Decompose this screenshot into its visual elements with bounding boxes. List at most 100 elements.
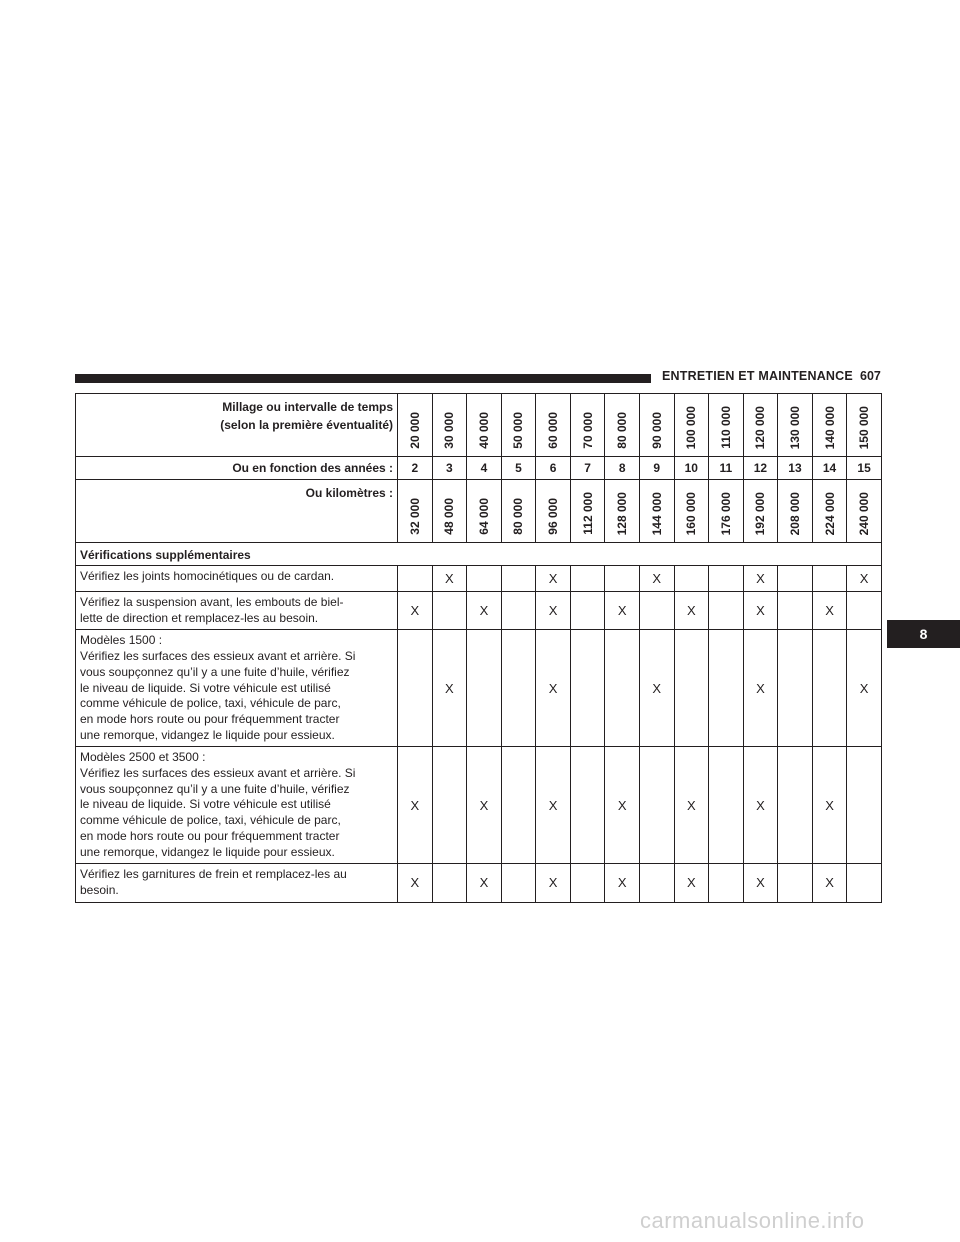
mileage-value: 150 000 [857, 405, 872, 449]
mileage-value: 40 000 [476, 412, 491, 449]
mileage-cell: 40 000 [466, 393, 502, 457]
description-line: en mode hors route ou pour fréquemment t… [80, 828, 340, 843]
service-mark [500, 590, 537, 631]
description-line: une remorque, vidangez le liquide pour e… [80, 727, 335, 742]
year-cell: 7 [569, 456, 606, 480]
mileage-cell: 20 000 [397, 393, 433, 457]
service-mark: X [673, 590, 710, 631]
service-mark [708, 590, 744, 631]
description-line: lette de direction et remplacez-les au b… [80, 610, 319, 625]
service-mark: X [604, 746, 640, 865]
kilometre-cell: 224 000 [811, 479, 848, 543]
kilometres-label: Ou kilomètres : [75, 479, 398, 543]
service-mark: X [535, 629, 571, 748]
kilometre-cell: 64 000 [466, 479, 502, 543]
service-mark [431, 590, 468, 631]
service-mark [777, 629, 813, 748]
mileage-value: 140 000 [822, 405, 837, 449]
year-cell: 5 [500, 456, 537, 480]
description-line: en mode hors route ou pour fréquemment t… [80, 711, 340, 726]
kilometre-value: 208 000 [787, 491, 802, 535]
mileage-cell: 70 000 [569, 393, 606, 457]
service-mark: X [742, 746, 779, 865]
service-mark: X [742, 590, 779, 631]
year-cell: 2 [397, 456, 433, 480]
kilometre-value: 112 000 [580, 492, 595, 535]
mileage-cell: 140 000 [811, 393, 848, 457]
kilometre-cell: 128 000 [604, 479, 640, 543]
description-line: le niveau de liquide. Si votre véhicule … [80, 797, 331, 812]
service-mark [708, 565, 744, 592]
page-number: 607 [860, 369, 881, 383]
mileage-cell: 80 000 [604, 393, 640, 457]
description-line: Modèles 2500 et 3500 : [80, 750, 206, 765]
description-line: comme véhicule de police, taxi, véhicule… [80, 696, 341, 711]
mileage-value: 100 000 [684, 405, 699, 449]
year-cell: 10 [673, 456, 710, 480]
mileage-value: 60 000 [546, 412, 561, 449]
mileage-value: 120 000 [753, 405, 768, 449]
mileage-value: 20 000 [407, 412, 422, 449]
service-mark: X [742, 863, 779, 903]
kilometre-cell: 176 000 [708, 479, 744, 543]
service-mark: X [811, 746, 848, 865]
kilometre-value: 192 000 [753, 491, 768, 535]
kilometre-cell: 112 000 [569, 479, 606, 543]
description-line: Vérifiez les joints homocinétiques ou de… [80, 569, 335, 583]
service-mark: X [604, 863, 640, 903]
service-mark [397, 565, 433, 592]
description-line: une remorque, vidangez le liquide pour e… [80, 844, 335, 859]
description-line: vous soupçonnez qu’il y a une fuite d’hu… [80, 781, 350, 796]
mileage-cell: 100 000 [673, 393, 710, 457]
service-mark [500, 746, 537, 865]
kilometre-value: 160 000 [684, 491, 699, 535]
mileage-value: 30 000 [442, 412, 457, 449]
kilometre-cell: 48 000 [431, 479, 468, 543]
kilometre-value: 240 000 [857, 491, 872, 535]
year-cell: 12 [742, 456, 779, 480]
row-description: Vérifiez les garnitures de frein et remp… [75, 863, 398, 903]
year-cell: 15 [846, 456, 882, 480]
mileage-value: 50 000 [511, 412, 526, 449]
service-mark: X [638, 629, 675, 748]
year-cell: 3 [431, 456, 468, 480]
service-mark [846, 746, 882, 865]
description-line: Vérifiez les surfaces des essieux avant … [80, 766, 356, 781]
watermark: carmanualsonline.info [640, 1208, 865, 1233]
service-mark [777, 746, 813, 865]
kilometre-value: 176 000 [718, 491, 733, 535]
years-label: Ou en fonction des années : [75, 456, 398, 480]
mileage-cell: 50 000 [500, 393, 537, 457]
service-mark [777, 565, 813, 592]
table-row: Modèles 1500 :Vérifiez les surfaces des … [75, 629, 882, 748]
service-mark [811, 629, 848, 748]
service-mark: X [466, 863, 502, 903]
kilometre-cell: 144 000 [638, 479, 675, 543]
kilometre-cell: 208 000 [777, 479, 813, 543]
row-description: Modèles 1500 :Vérifiez les surfaces des … [75, 629, 398, 748]
service-mark [500, 863, 537, 903]
service-mark [466, 629, 502, 748]
kilometre-value: 128 000 [615, 491, 630, 535]
table-row: Vérifiez les garnitures de frein et remp… [75, 863, 882, 903]
service-mark [431, 746, 468, 865]
service-mark: X [431, 629, 468, 748]
service-mark: X [846, 629, 882, 748]
mileage-cell: 90 000 [638, 393, 675, 457]
row-description: Vérifiez les joints homocinétiques ou de… [75, 565, 398, 592]
mileage-label-line1: Millage ou intervalle de temps [222, 400, 393, 414]
service-mark [846, 590, 882, 631]
service-mark [638, 746, 675, 865]
mileage-label: Millage ou intervalle de temps (selon la … [75, 393, 398, 457]
service-mark: X [397, 590, 433, 631]
table-row: Vérifiez la suspension avant, les embout… [75, 590, 882, 631]
kilometre-value: 80 000 [511, 498, 526, 535]
service-mark: X [604, 590, 640, 631]
kilometre-value: 32 000 [407, 498, 422, 535]
mileage-label-line2: (selon la première éventualité) [220, 418, 393, 432]
service-mark [569, 863, 606, 903]
kilometre-cell: 32 000 [397, 479, 433, 543]
kilometre-cell: 192 000 [742, 479, 779, 543]
mileage-cell: 110 000 [708, 393, 744, 457]
